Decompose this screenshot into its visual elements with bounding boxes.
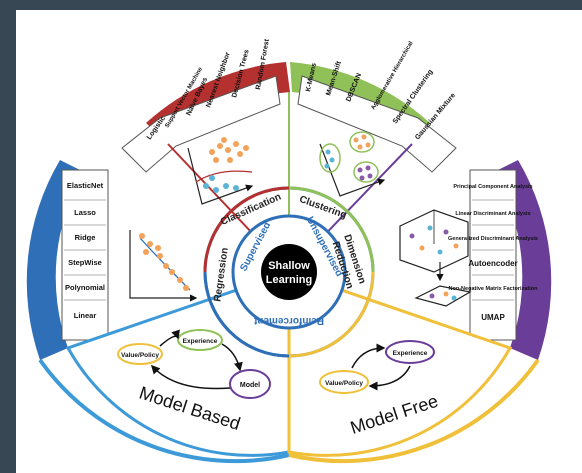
task-ring-regression — [203, 271, 290, 358]
dimred-method-pca: Principal Component Analysis — [453, 184, 532, 190]
mb-model: Model — [240, 382, 260, 389]
reinforcement-label: Reinforcement — [253, 315, 324, 326]
mb-experience: Experience — [183, 338, 218, 345]
dimred-band — [494, 160, 552, 360]
dimred-cube-icon — [399, 209, 472, 307]
model-based-cycle: Experience Value/Policy Model — [117, 329, 271, 399]
mf-value-policy: Value/Policy — [325, 380, 363, 387]
reg-method-lasso: Lasso — [74, 208, 96, 217]
dimred-method-umap: UMAP — [481, 313, 505, 322]
mf-experience: Experience — [393, 350, 428, 357]
reg-method-linear: Linear — [74, 311, 97, 320]
reg-method-stepwise: StepWise — [68, 258, 102, 267]
model-based-ring — [38, 358, 290, 464]
model-based-sector — [65, 269, 291, 457]
clustering-methods-board — [297, 75, 457, 173]
reg-method-ridge: Ridge — [75, 233, 96, 242]
model-free-sector — [287, 269, 513, 457]
model-free-cycle: Experience Value/Policy — [319, 340, 435, 394]
center-circle — [261, 244, 317, 300]
center-label-1: Shallow — [268, 260, 310, 272]
mb-value-policy: Value/Policy — [121, 352, 159, 359]
reg-method-elasticnet: ElasticNet — [67, 181, 104, 190]
task-ring-rl — [288, 271, 375, 358]
reg-method-polynomial: Polynomial — [65, 283, 105, 292]
dimred-method-autoencoder: Autoencoder — [468, 259, 517, 268]
task-ring-clustering — [288, 186, 375, 273]
model-free-ring — [288, 358, 540, 464]
clustering-cluster-icon — [319, 131, 386, 197]
center-label-2: Learning — [266, 274, 312, 286]
classification-scatter-icon — [187, 137, 254, 205]
regression-scatter-icon — [129, 230, 198, 302]
task-ring-classification — [203, 186, 290, 273]
dimred-method-nmf: Non-Negative Matrix Factorization — [449, 286, 539, 292]
frame-top-bar — [0, 0, 582, 10]
dimred-methods-board — [469, 169, 517, 341]
classification-methods-board — [121, 75, 281, 173]
frame-left-bar — [0, 0, 16, 473]
regression-band — [26, 160, 84, 360]
dimred-method-gda: Generalized Discriminant Analysis — [448, 236, 538, 242]
dimred-method-lda: Linear Discriminant Analysis — [455, 211, 530, 217]
